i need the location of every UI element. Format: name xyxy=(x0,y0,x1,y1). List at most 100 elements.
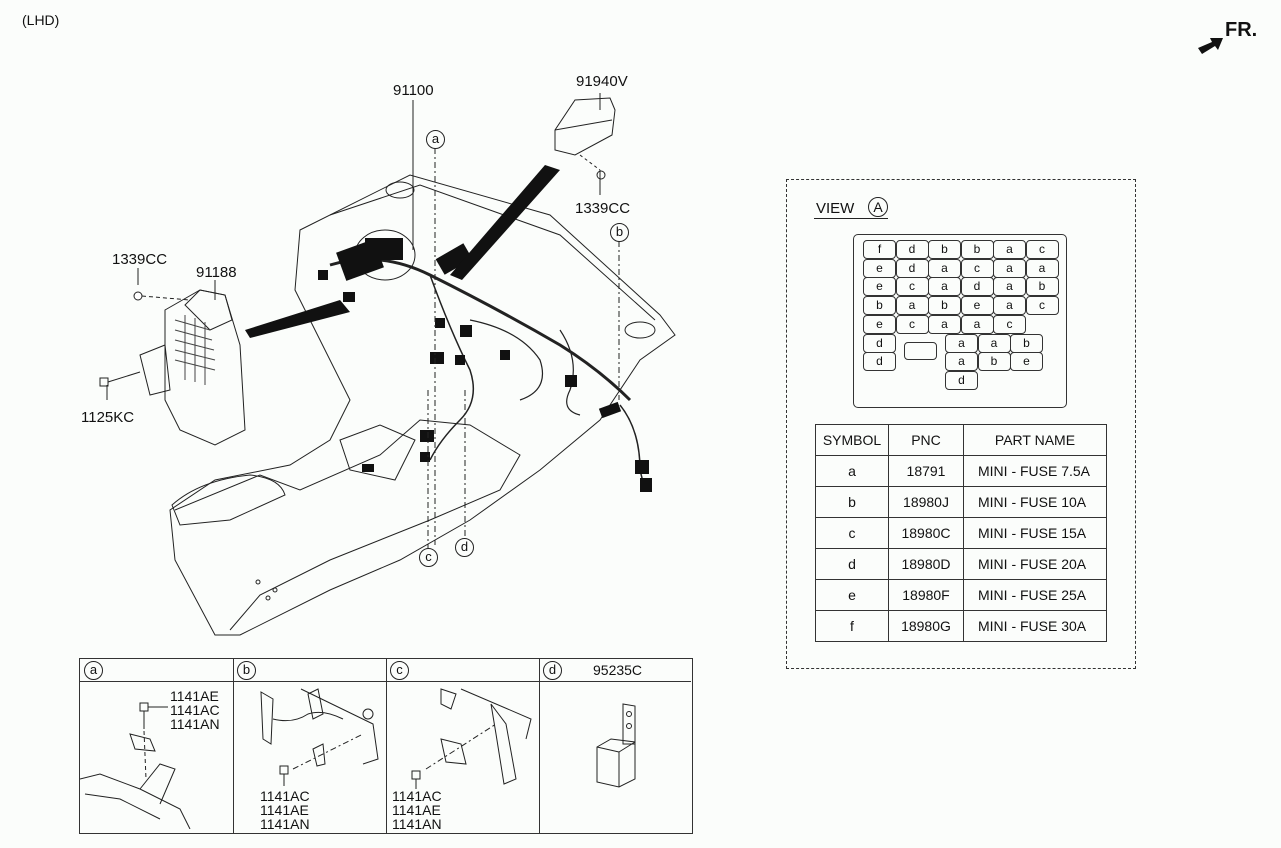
callout-relay-box: 91940V xyxy=(576,73,628,90)
part-number: 1141AN xyxy=(170,716,220,732)
fuse-slot: b xyxy=(928,296,961,316)
detail-a: a 1141AE 1141AC 1141AN xyxy=(80,659,234,833)
fuse-slot: a xyxy=(928,258,961,278)
fuse-slot: d xyxy=(863,352,896,372)
view-title-underline xyxy=(814,218,888,219)
front-indicator: FR. xyxy=(1225,19,1258,41)
fuse-slot: d xyxy=(895,258,929,278)
detail-a-marker: a xyxy=(84,661,103,680)
fuse-slot: b xyxy=(928,240,961,259)
relay-drawing xyxy=(554,97,616,180)
detail-b-parts: 1141AC 1141AE 1141AN xyxy=(260,789,310,831)
fuse-slot: e xyxy=(863,277,896,297)
detail-a-header xyxy=(80,659,233,682)
header-symbol: SYMBOL xyxy=(815,424,889,456)
pnc-cell: 18980F xyxy=(888,579,964,611)
part-name-cell: MINI - FUSE 10A xyxy=(963,486,1107,518)
detail-d: d 95235C xyxy=(539,659,691,833)
shifter-bay xyxy=(339,424,416,481)
dashboard-harness-illustration xyxy=(99,93,676,636)
detail-marker-d[interactable]: d xyxy=(455,538,474,557)
detail-b-drawing xyxy=(260,688,379,786)
symbol-cell: b xyxy=(815,486,889,518)
detail-a-parts: 1141AE 1141AC 1141AN xyxy=(170,689,220,731)
dashboard-top-edge xyxy=(329,184,656,321)
fuse-slot: a xyxy=(945,352,978,372)
harness-trunk xyxy=(329,257,632,402)
drive-side-label: (LHD) xyxy=(22,12,60,28)
header-part-name: PART NAME xyxy=(963,424,1107,456)
fuse-slot: d xyxy=(863,333,896,353)
fuse-slot: a xyxy=(993,277,1026,297)
callout-harness: 91100 xyxy=(393,82,434,99)
detail-a-drawing xyxy=(80,702,191,829)
callout-junction-box: 91188 xyxy=(196,264,237,281)
view-marker: A xyxy=(868,197,888,217)
fuse-slot: c xyxy=(1025,240,1059,259)
pnc-cell: 18980D xyxy=(888,548,964,580)
console-outline xyxy=(174,419,521,631)
junction-box-drawing xyxy=(99,289,246,446)
fuse-blank-slot xyxy=(904,342,937,360)
fuse-slot: a xyxy=(977,333,1011,353)
armrest xyxy=(171,474,286,526)
fuse-slot: a xyxy=(928,314,961,334)
fuse-slot: b xyxy=(977,352,1011,372)
dashboard-outline xyxy=(169,174,676,636)
part-number: 1141AC xyxy=(392,788,442,804)
part-number: 1141AC xyxy=(260,788,310,804)
symbol-cell: a xyxy=(815,455,889,487)
detail-d-header xyxy=(539,659,691,682)
part-number: 1141AC xyxy=(170,702,220,718)
header-pnc: PNC xyxy=(888,424,964,456)
fuse-slot: d xyxy=(895,240,929,259)
detail-c-header xyxy=(386,659,539,682)
leader-wedge-relay xyxy=(450,165,560,280)
fuse-slot: c xyxy=(895,314,929,334)
fuse-slot: a xyxy=(945,333,978,353)
fuse-slot: a xyxy=(993,296,1026,316)
fuse-box-layout xyxy=(853,234,1067,408)
callout-nut-top: 1339CC xyxy=(575,200,631,217)
view-title: VIEW xyxy=(816,200,855,217)
part-number: 1141AN xyxy=(392,816,442,832)
pnc-cell: 18980G xyxy=(888,610,964,642)
part-number: 1141AE xyxy=(260,802,309,818)
fuse-slot: b xyxy=(1010,333,1043,353)
callout-nut-left: 1339CC xyxy=(112,251,168,268)
fuse-slot: c xyxy=(993,314,1026,334)
fuse-slot: a xyxy=(993,258,1026,278)
detail-b-header xyxy=(233,659,386,682)
fuse-slot: b xyxy=(1025,277,1059,297)
fuse-slot: a xyxy=(960,314,994,334)
detail-marker-a[interactable]: a xyxy=(426,130,445,149)
detail-c-marker: c xyxy=(390,661,409,680)
part-number: 1141AE xyxy=(392,802,441,818)
fuse-slot: e xyxy=(863,314,896,334)
callout-bolt-left: 1125KC xyxy=(81,409,135,426)
pnc-cell: 18980C xyxy=(888,517,964,549)
symbol-cell: d xyxy=(815,548,889,580)
fuse-slot: b xyxy=(960,240,994,259)
detail-marker-c[interactable]: c xyxy=(419,548,438,567)
symbol-cell: e xyxy=(815,579,889,611)
flasher-module-drawing xyxy=(596,703,636,788)
detail-b-marker: b xyxy=(237,661,256,680)
symbol-cell: f xyxy=(815,610,889,642)
detail-c-drawing xyxy=(411,688,532,789)
pnc-cell: 18980J xyxy=(888,486,964,518)
fuse-slot: c xyxy=(960,258,994,278)
part-name-cell: MINI - FUSE 7.5A xyxy=(963,455,1107,487)
table-header-row: SYMBOL PNC PART NAME xyxy=(815,424,1107,456)
pnc-cell: 18791 xyxy=(888,455,964,487)
fuse-slot: c xyxy=(1025,296,1059,316)
detail-d-marker: d xyxy=(543,661,562,680)
part-number: 1141AE xyxy=(170,688,219,704)
fuse-slot: b xyxy=(863,296,896,316)
front-arrow-icon xyxy=(1198,38,1223,54)
detail-marker-b[interactable]: b xyxy=(610,223,629,242)
